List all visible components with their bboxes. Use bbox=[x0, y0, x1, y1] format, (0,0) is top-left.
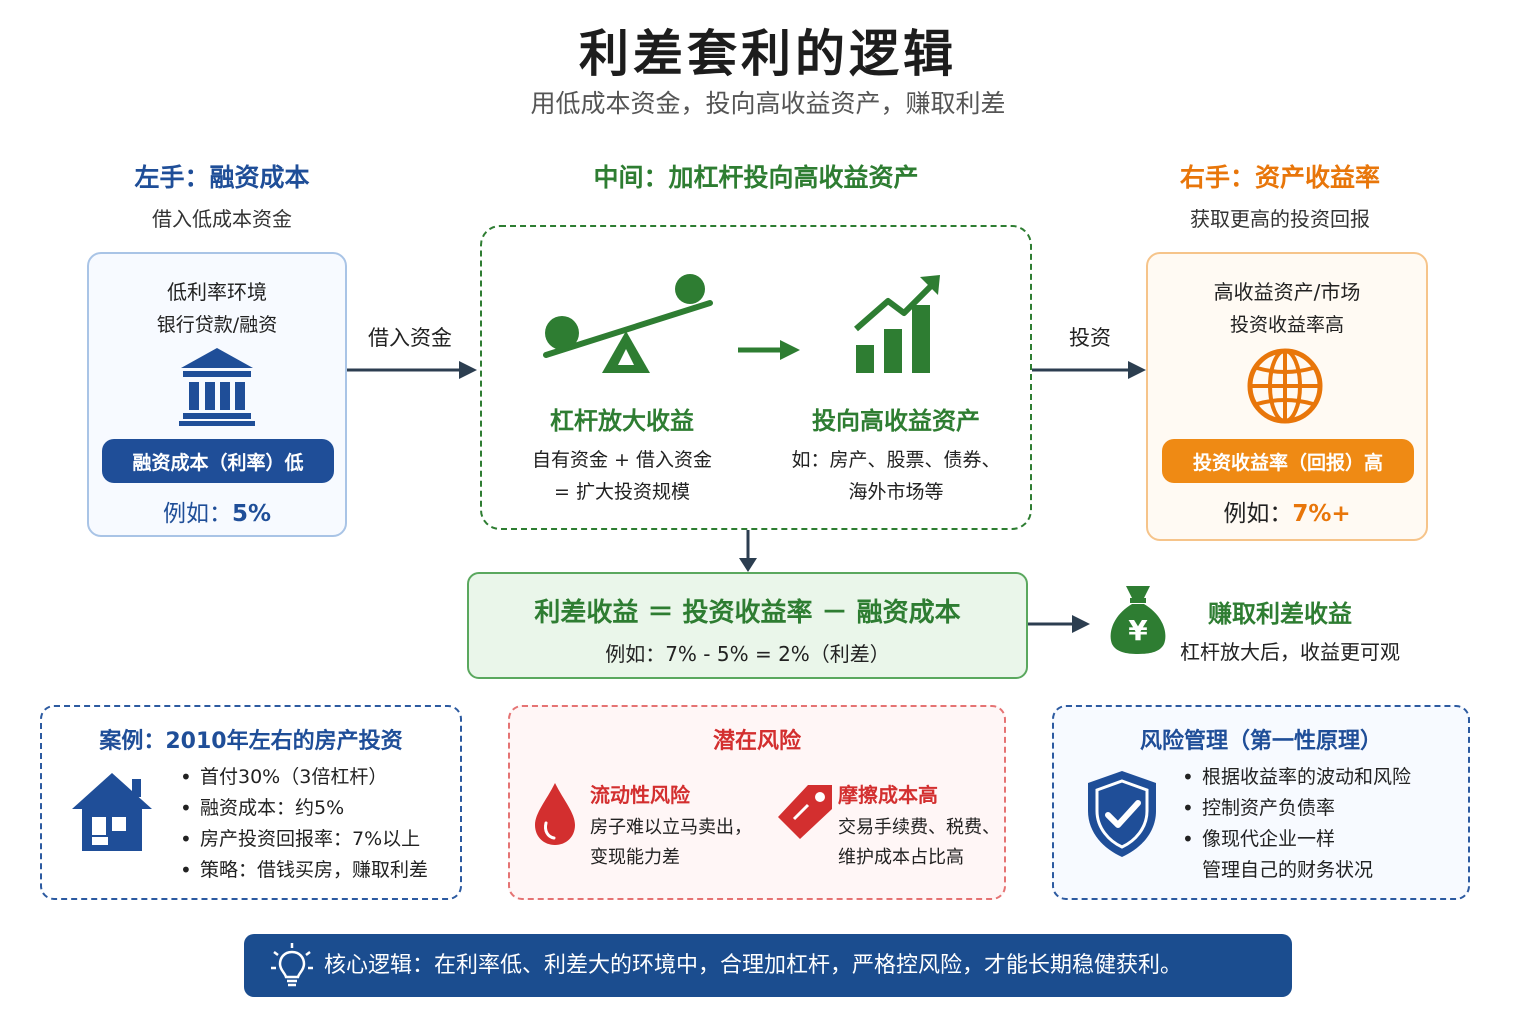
earn-subtitle: 杠杆放大后，收益更可观 bbox=[1180, 640, 1400, 664]
case-item: 首付30%（3倍杠杆） bbox=[180, 762, 428, 793]
leverage-line-2: = 扩大投资规模 bbox=[554, 481, 690, 503]
invest-title: 投向高收益资产 bbox=[812, 407, 980, 435]
formula-example: 例如：7% - 5% = 2%（利差） bbox=[605, 642, 890, 666]
risk-title: 潜在风险 bbox=[712, 729, 801, 754]
price-tag-icon bbox=[778, 785, 832, 839]
friction-cost-line-1: 交易手续费、税费、 bbox=[838, 817, 1000, 838]
asset-line-2: 投资收益率高 bbox=[1229, 314, 1344, 336]
borrow-arrow bbox=[347, 361, 477, 379]
case-list: 首付30%（3倍杠杆） 融资成本：约5% 房产投资回报率：7%以上 策略：借钱买… bbox=[180, 762, 428, 886]
case-study-panel: 案例：2010年左右的房产投资 首付30%（3倍杠杆） 融资成本：约5% 房产投… bbox=[40, 705, 462, 900]
risk-panel: 潜在风险 流动性风险 房子难以立马卖出， 变现能力差 摩擦成本高 交易手续费、税… bbox=[508, 705, 1006, 900]
financing-example-value: 5% bbox=[231, 501, 272, 527]
asset-return-card: 高收益资产/市场 投资收益率高 投资收益率（回报）高 例如：7%+ bbox=[1146, 252, 1428, 541]
invest-line-2: 海外市场等 bbox=[848, 481, 944, 503]
asset-example-prefix: 例如： bbox=[1223, 501, 1293, 527]
leverage-panel: 杠杆放大收益 自有资金 + 借入资金 = 扩大投资规模 投向高收益资产 如：房产… bbox=[480, 225, 1032, 530]
left-heading: 左手：融资成本 bbox=[134, 163, 310, 192]
invest-arrow bbox=[1032, 361, 1146, 379]
money-bag-symbol: ¥ bbox=[1128, 614, 1148, 647]
shield-check-icon bbox=[1088, 771, 1156, 857]
friction-cost-title: 摩擦成本高 bbox=[838, 783, 938, 807]
formula-box: 利差收益 ＝ 投资收益率 － 融资成本 例如：7% - 5% = 2%（利差） bbox=[467, 572, 1028, 679]
financing-example-prefix: 例如： bbox=[162, 501, 232, 527]
core-logic-banner: 核心逻辑：在利率低、利差大的环境中，合理加杠杆，严格控风险，才能长期稳健获利。 bbox=[244, 934, 1292, 997]
right-heading: 右手：资产收益率 bbox=[1179, 163, 1380, 192]
financing-cost-pill: 融资成本（利率）低 bbox=[102, 439, 334, 483]
money-bag-icon: ¥ bbox=[1110, 586, 1166, 654]
invest-arrow-label: 投资 bbox=[1069, 326, 1111, 350]
friction-cost-line-2: 维护成本占比高 bbox=[838, 847, 964, 868]
bank-icon bbox=[179, 348, 255, 426]
risk-management-item: 控制资产负债率 bbox=[1182, 793, 1411, 824]
borrow-arrow-label: 借入资金 bbox=[368, 326, 452, 350]
middle-heading: 中间：加杠杆投向高收益资产 bbox=[593, 163, 919, 192]
case-item: 策略：借钱买房，赚取利差 bbox=[180, 855, 428, 886]
leverage-line-1: 自有资金 + 借入资金 bbox=[532, 449, 712, 471]
page-subtitle: 用低成本资金，投向高收益资产，赚取利差 bbox=[530, 89, 1006, 118]
left-subheading: 借入低成本资金 bbox=[152, 207, 292, 231]
financing-line-1: 低利率环境 bbox=[167, 280, 267, 304]
earn-arrow bbox=[1028, 615, 1090, 633]
liquidity-risk-title: 流动性风险 bbox=[590, 783, 690, 807]
green-arrow-icon bbox=[738, 340, 800, 360]
case-item: 融资成本：约5% bbox=[180, 793, 428, 824]
down-arrow bbox=[739, 530, 757, 572]
invest-line-1: 如：房产、股票、债券、 bbox=[791, 449, 1001, 471]
asset-example-value: 7%+ bbox=[1292, 501, 1351, 527]
leverage-title: 杠杆放大收益 bbox=[550, 407, 694, 435]
risk-management-continuation: 管理自己的财务状况 bbox=[1202, 859, 1374, 881]
earn-title: 赚取利差收益 bbox=[1208, 600, 1352, 628]
asset-line-1: 高收益资产/市场 bbox=[1213, 280, 1361, 304]
case-title: 案例：2010年左右的房产投资 bbox=[99, 729, 403, 754]
water-drop-icon bbox=[535, 783, 575, 845]
risk-management-title: 风险管理（第一性原理） bbox=[1139, 729, 1382, 754]
house-icon bbox=[72, 773, 152, 851]
case-item: 房产投资回报率：7%以上 bbox=[180, 824, 428, 855]
formula-main: 利差收益 ＝ 投资收益率 － 融资成本 bbox=[534, 598, 961, 628]
asset-return-pill: 投资收益率（回报）高 bbox=[1162, 439, 1414, 483]
financing-line-2: 银行贷款/融资 bbox=[156, 314, 278, 336]
liquidity-risk-line-2: 变现能力差 bbox=[590, 847, 680, 868]
liquidity-risk-line-1: 房子难以立马卖出， bbox=[590, 817, 752, 838]
right-subheading: 获取更高的投资回报 bbox=[1190, 207, 1370, 231]
risk-management-panel: 风险管理（第一性原理） 根据收益率的波动和风险 控制资产负债率 像现代企业一样 … bbox=[1052, 705, 1470, 900]
lightbulb-icon bbox=[271, 943, 313, 987]
seesaw-icon bbox=[543, 274, 713, 373]
globe-icon bbox=[1247, 348, 1323, 424]
core-logic-text: 核心逻辑：在利率低、利差大的环境中，合理加杠杆，严格控风险，才能长期稳健获利。 bbox=[324, 953, 1183, 978]
asset-example: 例如：7%+ bbox=[1148, 494, 1426, 528]
page-title: 利差套利的逻辑 bbox=[579, 25, 957, 83]
financing-cost-card: 低利率环境 银行贷款/融资 融资成本（利率）低 例如：5% bbox=[87, 252, 347, 537]
risk-management-item: 根据收益率的波动和风险 bbox=[1182, 762, 1411, 793]
risk-management-item: 像现代企业一样 bbox=[1182, 824, 1411, 855]
financing-example: 例如：5% bbox=[89, 494, 345, 528]
risk-management-list: 根据收益率的波动和风险 控制资产负债率 像现代企业一样 bbox=[1182, 762, 1411, 855]
growth-chart-icon bbox=[854, 275, 940, 373]
